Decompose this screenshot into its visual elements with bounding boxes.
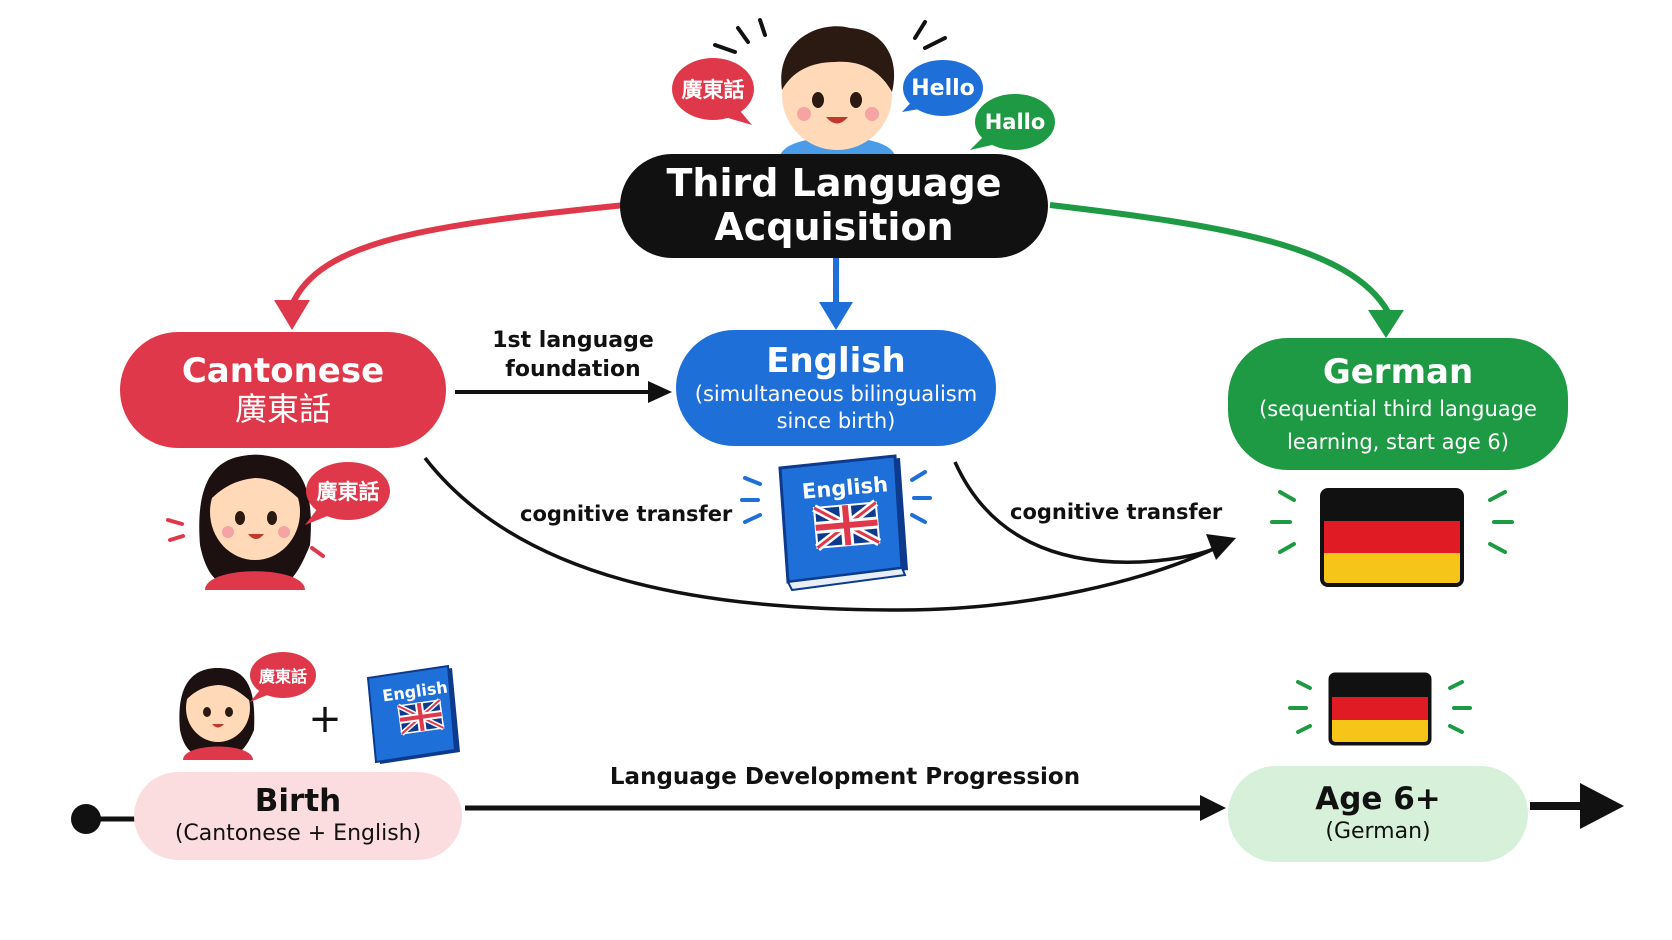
speech-bubble-cantonese: 廣東話 bbox=[672, 58, 754, 120]
cantonese-title: Cantonese bbox=[181, 351, 385, 392]
german-subtitle-line2: learning, start age 6) bbox=[1287, 429, 1509, 454]
english-subtitle-line2: since birth) bbox=[776, 408, 896, 433]
birth-subtitle: (Cantonese + English) bbox=[174, 821, 422, 847]
central-title-line2: Acquisition bbox=[714, 205, 954, 249]
age-subtitle: (German) bbox=[1325, 819, 1431, 845]
speech-bubble-girl: 廣東話 bbox=[306, 462, 390, 520]
timeline-line bbox=[71, 783, 1624, 834]
foundation-label-line1: 1st language bbox=[492, 328, 654, 353]
foundation-label: 1st language foundation bbox=[478, 326, 668, 384]
english-book-icon bbox=[740, 454, 932, 592]
arrow-central-to-english bbox=[819, 258, 853, 330]
cantonese-node: Cantonese 廣東話 bbox=[120, 332, 446, 448]
central-title-line1: Third Language bbox=[666, 161, 1002, 206]
english-title: English bbox=[766, 341, 906, 382]
speech-bubble-hallo: Hallo bbox=[975, 94, 1055, 150]
cantonese-subtitle: 廣東話 bbox=[234, 390, 331, 429]
german-subtitle-line1: (sequential third language bbox=[1259, 397, 1537, 422]
arrow-transfer-english-to-german bbox=[953, 461, 1236, 564]
central-node: Third Language Acquisition bbox=[620, 154, 1048, 258]
arrow-central-to-cantonese bbox=[274, 202, 626, 330]
foundation-label-line2: foundation bbox=[505, 357, 641, 382]
speech-bubble-small-girl: 廣東話 bbox=[250, 652, 316, 698]
german-node: German (sequential third language learni… bbox=[1228, 338, 1568, 470]
transfer-label-right: cognitive transfer bbox=[1010, 500, 1223, 524]
speech-bubble-hello: Hello bbox=[903, 60, 983, 116]
birth-milestone: Birth (Cantonese + English) bbox=[134, 772, 462, 860]
transfer-label-left: cognitive transfer bbox=[520, 502, 733, 526]
arrow-transfer-cantonese-to-german bbox=[423, 456, 1223, 612]
arrow-foundation bbox=[455, 381, 672, 403]
german-title: German bbox=[1322, 352, 1474, 393]
german-flag-icon bbox=[1270, 488, 1514, 587]
english-node: English (simultaneous bilingualism since… bbox=[676, 330, 996, 446]
timeline-plus: + bbox=[308, 696, 342, 742]
age-title: Age 6+ bbox=[1315, 781, 1441, 818]
english-subtitle-line1: (simultaneous bilingualism bbox=[694, 382, 978, 407]
small-english-book-icon bbox=[366, 664, 460, 764]
arrow-central-to-german bbox=[1049, 202, 1404, 338]
small-girl-character bbox=[179, 668, 255, 760]
small-german-flag-icon bbox=[1288, 672, 1472, 746]
timeline-label: Language Development Progression bbox=[609, 764, 1081, 790]
girl-character bbox=[166, 454, 325, 590]
age-milestone: Age 6+ (German) bbox=[1228, 766, 1528, 862]
birth-title: Birth bbox=[254, 783, 342, 820]
